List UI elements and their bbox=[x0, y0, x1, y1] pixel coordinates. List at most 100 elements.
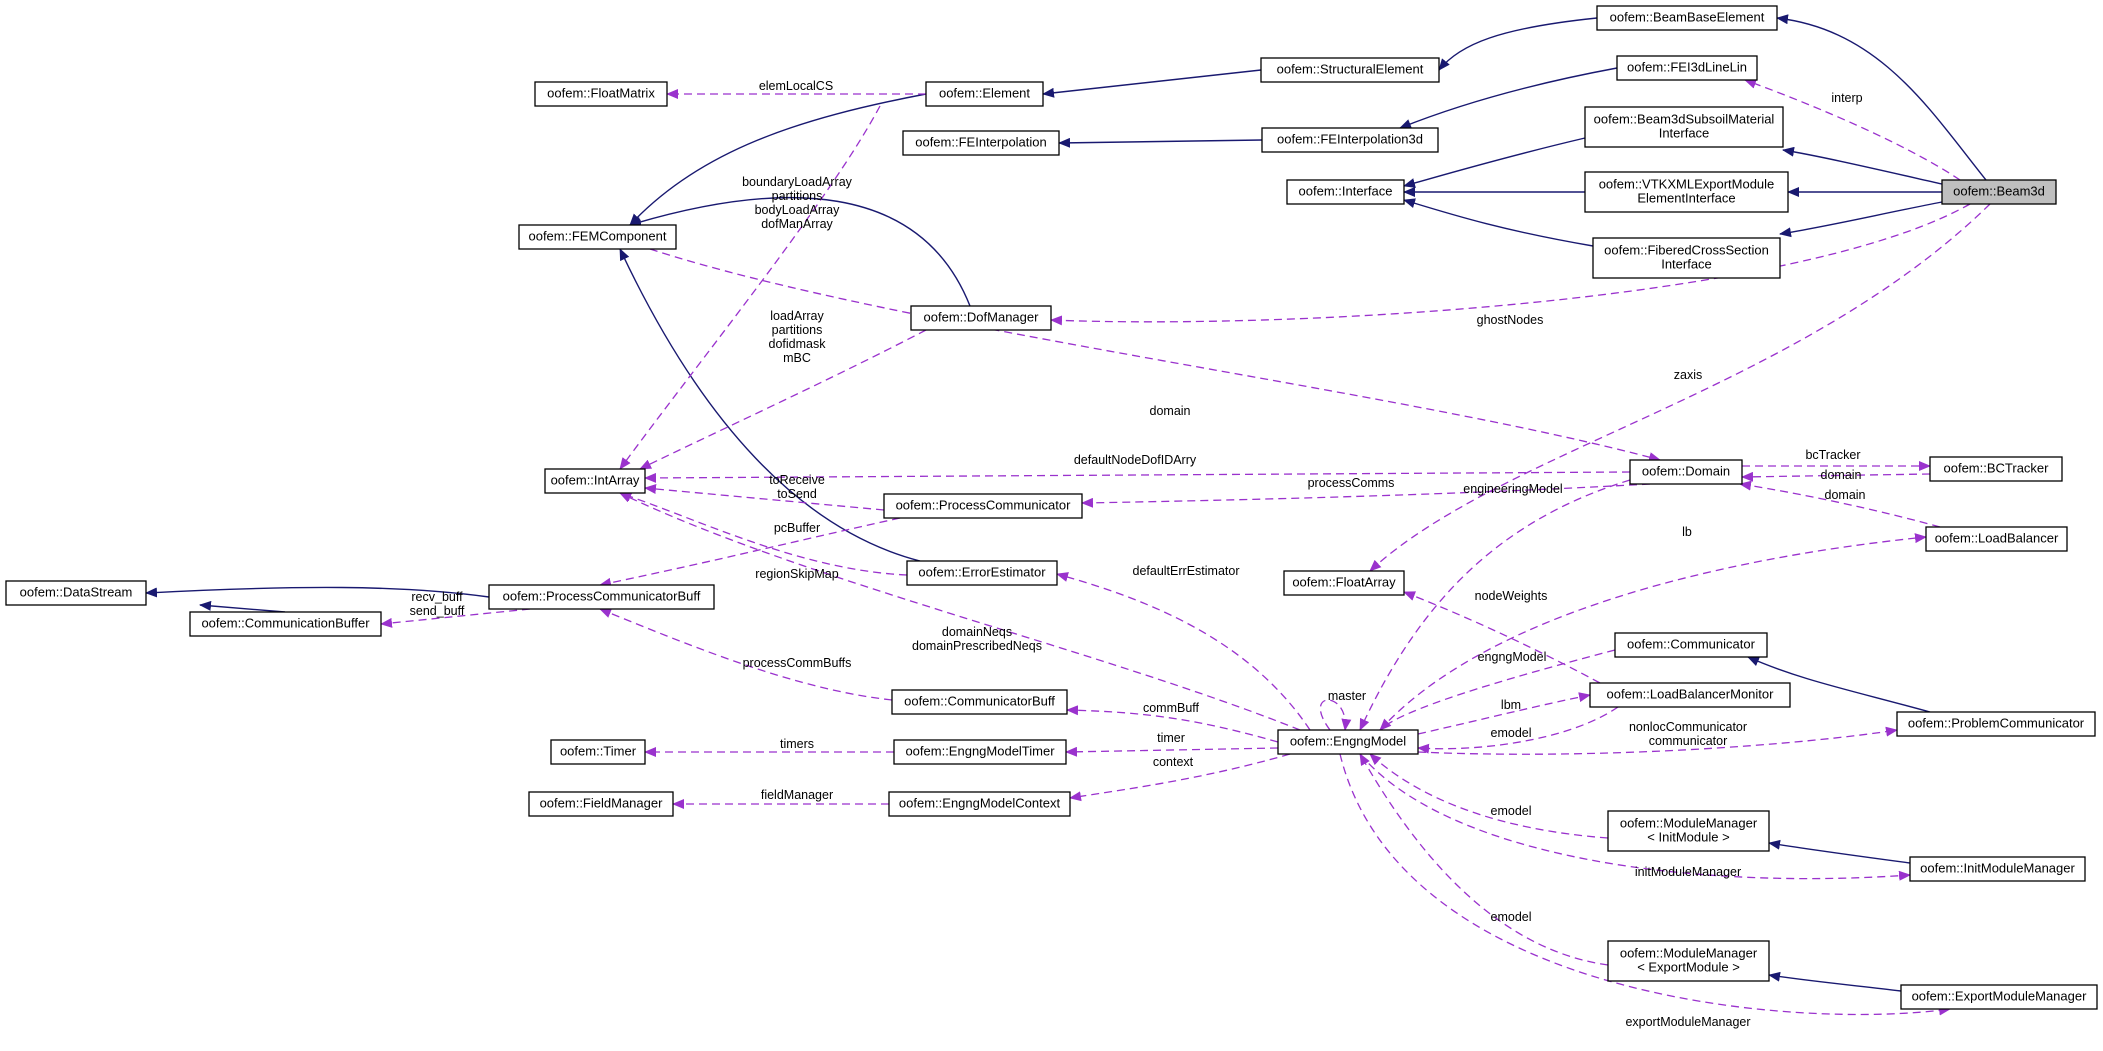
processcommbuffs-edge bbox=[599, 608, 893, 701]
class-node-fei3dlinelin[interactable]: oofem::FEI3dLineLin bbox=[1616, 55, 1758, 81]
class-node-box[interactable] bbox=[1596, 5, 1778, 31]
datastream-edge2 bbox=[199, 600, 286, 613]
class-node-box[interactable] bbox=[893, 739, 1067, 765]
class-node-femcomponent[interactable]: oofem::FEMComponent bbox=[518, 224, 677, 250]
class-node-emtimer[interactable]: oofem::EngngModelTimer bbox=[893, 739, 1067, 765]
class-node-feinterpolation[interactable]: oofem::FEInterpolation bbox=[902, 130, 1060, 156]
class-node-box[interactable] bbox=[1614, 632, 1768, 658]
class-node-errorestimator[interactable]: oofem::ErrorEstimator bbox=[906, 560, 1058, 586]
class-node-communicator[interactable]: oofem::Communicator bbox=[1614, 632, 1768, 658]
class-node-label: ElementInterface bbox=[1637, 190, 1735, 205]
class-node-dofmanager[interactable]: oofem::DofManager bbox=[910, 305, 1052, 331]
class-node-box[interactable] bbox=[518, 224, 677, 250]
class-node-box[interactable] bbox=[528, 791, 674, 817]
edge-label-engngmodel: engngModel bbox=[1478, 650, 1547, 664]
subsoil-edge bbox=[1782, 146, 1943, 185]
class-node-structuralelement[interactable]: oofem::StructuralElement bbox=[1260, 57, 1440, 83]
class-node-element[interactable]: oofem::Element bbox=[925, 81, 1044, 107]
class-node-box[interactable] bbox=[883, 493, 1083, 519]
edge-label-zaxis: zaxis bbox=[1674, 368, 1702, 382]
class-node-box[interactable] bbox=[1584, 106, 1784, 148]
class-node-box[interactable] bbox=[1607, 940, 1770, 982]
class-node-floatarray[interactable]: oofem::FloatArray bbox=[1283, 570, 1405, 596]
class-node-pcbuff[interactable]: oofem::ProcessCommunicatorBuff bbox=[488, 584, 715, 610]
class-node-box[interactable] bbox=[1896, 711, 2096, 737]
class-node-feinterpolation3d[interactable]: oofem::FEInterpolation3d bbox=[1261, 127, 1439, 153]
class-node-floatmatrix[interactable]: oofem::FloatMatrix bbox=[534, 81, 668, 107]
emodel2-edge bbox=[1369, 753, 1609, 839]
class-node-box[interactable] bbox=[1584, 171, 1789, 213]
class-node-intarray[interactable]: oofem::IntArray bbox=[544, 468, 646, 494]
class-node-label: oofem::Interface bbox=[1299, 183, 1393, 198]
class-node-box[interactable] bbox=[1283, 570, 1405, 596]
class-node-box[interactable] bbox=[906, 560, 1058, 586]
fei3d-edge bbox=[1399, 67, 1618, 129]
edge-label-domain1: domain bbox=[1150, 404, 1191, 418]
class-node-box[interactable] bbox=[544, 468, 646, 494]
class-node-label: oofem::ErrorEstimator bbox=[918, 564, 1046, 579]
class-node-datastream[interactable]: oofem::DataStream bbox=[5, 580, 147, 606]
class-node-box[interactable] bbox=[1260, 57, 1440, 83]
class-node-lbmonitor[interactable]: oofem::LoadBalancerMonitor bbox=[1589, 682, 1791, 708]
edge-label-timer: timer bbox=[1157, 731, 1185, 745]
class-node-box[interactable] bbox=[1616, 55, 1758, 81]
class-node-box[interactable] bbox=[5, 580, 147, 606]
class-node-box[interactable] bbox=[1941, 179, 2057, 205]
class-node-box[interactable] bbox=[1629, 459, 1743, 485]
class-node-vtkxml[interactable]: oofem::VTKXMLExportModuleElementInterfac… bbox=[1584, 171, 1789, 213]
edge-label-processcomms: processComms bbox=[1308, 476, 1395, 490]
class-node-mminit[interactable]: oofem::ModuleManager< InitModule > bbox=[1607, 810, 1770, 852]
class-node-box[interactable] bbox=[534, 81, 668, 107]
edge-label-domainneqs: domainNeqs bbox=[942, 625, 1012, 639]
class-node-beambaseelement[interactable]: oofem::BeamBaseElement bbox=[1596, 5, 1778, 31]
class-node-initmm[interactable]: oofem::InitModuleManager bbox=[1909, 856, 2086, 882]
class-node-timer[interactable]: oofem::Timer bbox=[550, 739, 646, 765]
class-node-label: oofem::EngngModelTimer bbox=[905, 743, 1055, 758]
class-node-box[interactable] bbox=[1900, 984, 2098, 1010]
class-node-box[interactable] bbox=[1925, 526, 2068, 552]
class-node-processcommunicator[interactable]: oofem::ProcessCommunicator bbox=[883, 493, 1083, 519]
class-node-box[interactable] bbox=[189, 611, 382, 637]
class-node-label: oofem::CommunicatorBuff bbox=[904, 693, 1055, 708]
fem-intarray-edge bbox=[619, 105, 881, 470]
structural-edge bbox=[1438, 17, 1598, 71]
fem-err-edge bbox=[619, 248, 921, 562]
edge-label-domain2: domain bbox=[1821, 468, 1862, 482]
class-node-box[interactable] bbox=[1277, 729, 1419, 755]
class-node-exportmm[interactable]: oofem::ExportModuleManager bbox=[1900, 984, 2098, 1010]
edge-label-ghostnodes: ghostNodes bbox=[1477, 313, 1544, 327]
class-node-box[interactable] bbox=[910, 305, 1052, 331]
class-node-box[interactable] bbox=[888, 791, 1071, 817]
edge-label-dofman_intarray: partitions bbox=[772, 323, 823, 337]
class-node-mmexport[interactable]: oofem::ModuleManager< ExportModule > bbox=[1607, 940, 1770, 982]
class-node-engngmodel[interactable]: oofem::EngngModel bbox=[1277, 729, 1419, 755]
class-node-bctracker[interactable]: oofem::BCTracker bbox=[1929, 456, 2063, 482]
class-node-box[interactable] bbox=[891, 689, 1068, 715]
class-node-box[interactable] bbox=[925, 81, 1044, 107]
class-node-beam3d[interactable]: oofem::Beam3d bbox=[1941, 179, 2057, 205]
class-node-box[interactable] bbox=[1607, 810, 1770, 852]
class-node-commbuffer[interactable]: oofem::CommunicationBuffer bbox=[189, 611, 382, 637]
class-node-fieldmanager[interactable]: oofem::FieldManager bbox=[528, 791, 674, 817]
class-node-label: < ExportModule > bbox=[1637, 959, 1740, 974]
class-node-box[interactable] bbox=[1261, 127, 1439, 153]
class-node-box[interactable] bbox=[1929, 456, 2063, 482]
class-node-loadbalancer[interactable]: oofem::LoadBalancer bbox=[1925, 526, 2068, 552]
class-node-box[interactable] bbox=[550, 739, 646, 765]
class-node-box[interactable] bbox=[902, 130, 1060, 156]
timers-edge-a bbox=[1065, 746, 1279, 757]
class-node-box[interactable] bbox=[1286, 179, 1405, 205]
class-node-box[interactable] bbox=[488, 584, 715, 610]
defaulterr-edge bbox=[1056, 572, 1311, 731]
class-node-emcontext[interactable]: oofem::EngngModelContext bbox=[888, 791, 1071, 817]
class-node-interface[interactable]: oofem::Interface bbox=[1286, 179, 1405, 205]
domain2-edge bbox=[1741, 471, 1931, 482]
class-node-communicatorbuff[interactable]: oofem::CommunicatorBuff bbox=[891, 689, 1068, 715]
class-node-box[interactable] bbox=[1589, 682, 1791, 708]
class-node-box[interactable] bbox=[1909, 856, 2086, 882]
class-node-domain[interactable]: oofem::Domain bbox=[1629, 459, 1743, 485]
class-node-problemcomm[interactable]: oofem::ProblemCommunicator bbox=[1896, 711, 2096, 737]
class-node-box[interactable] bbox=[1592, 237, 1781, 279]
